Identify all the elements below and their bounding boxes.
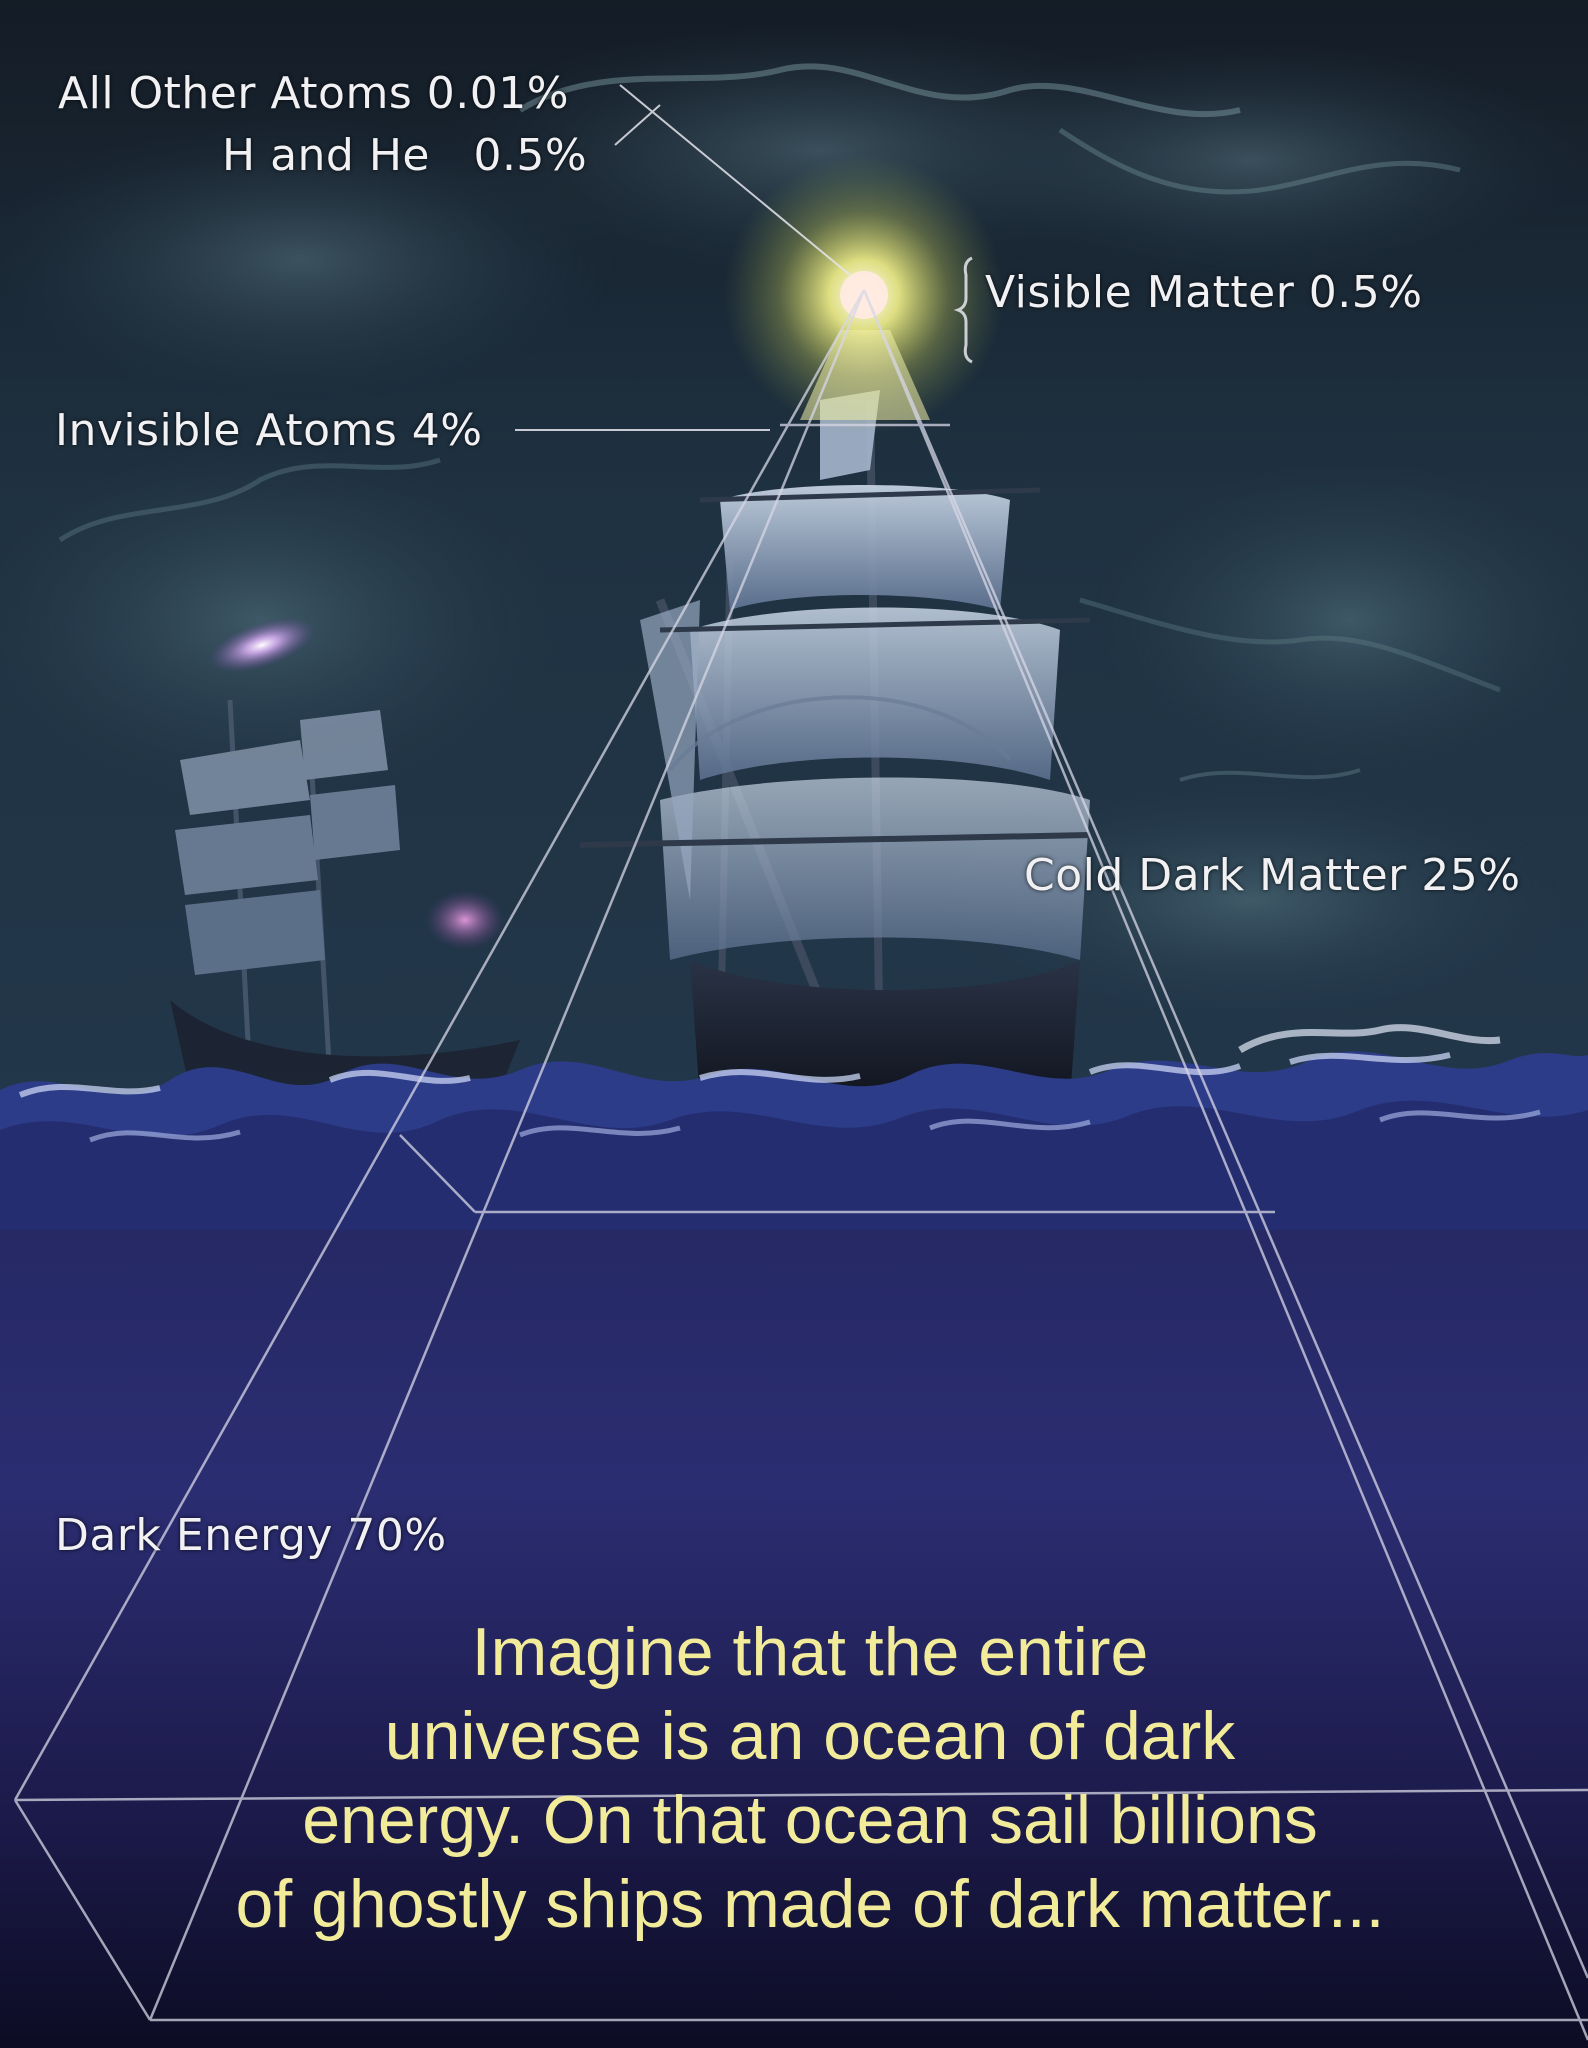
label-visible-matter: Visible Matter 0.5% xyxy=(985,267,1423,318)
label-leader-lines xyxy=(515,84,973,431)
storm-clouds xyxy=(0,20,1588,1020)
label-cold-dark-matter: Cold Dark Matter 25% xyxy=(1024,850,1521,901)
label-all-other-atoms: All Other Atoms 0.01% xyxy=(58,68,569,119)
main-ghost-ship xyxy=(579,390,1091,1100)
galaxy-glow-pink xyxy=(425,890,505,950)
caption-text: Imagine that the entire universe is an o… xyxy=(150,1610,1470,1946)
label-h-and-he: H and He 0.5% xyxy=(222,130,588,181)
visible-matter-band xyxy=(800,330,930,420)
ghost-ship-left xyxy=(170,699,520,1090)
caption-line: universe is an ocean of dark xyxy=(384,1698,1236,1774)
dark-energy-ocean xyxy=(0,1120,1588,2048)
apex-star xyxy=(840,271,888,319)
ocean-waves xyxy=(0,1024,1588,1230)
label-dark-energy: Dark Energy 70% xyxy=(55,1510,447,1561)
label-invisible-atoms: Invisible Atoms 4% xyxy=(55,405,483,456)
caption-line: Imagine that the entire xyxy=(471,1614,1149,1690)
pyramid-diagram xyxy=(13,289,1588,2041)
caption-line: of ghostly ships made of dark matter... xyxy=(235,1866,1385,1942)
caption-line: energy. On that ocean sail billions xyxy=(302,1782,1318,1858)
galaxy-glow xyxy=(209,618,315,672)
